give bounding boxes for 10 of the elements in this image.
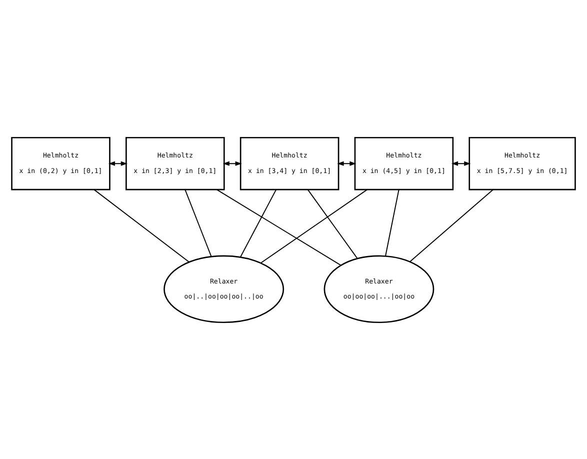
connector: [184, 188, 212, 257]
connector: [240, 188, 277, 258]
connector: [94, 188, 190, 262]
connector: [216, 188, 342, 266]
connector: [385, 188, 400, 256]
arrow: [222, 160, 242, 166]
arrow: [108, 160, 128, 166]
connector: [410, 188, 494, 262]
connector: [260, 188, 368, 263]
connector: [307, 188, 358, 258]
